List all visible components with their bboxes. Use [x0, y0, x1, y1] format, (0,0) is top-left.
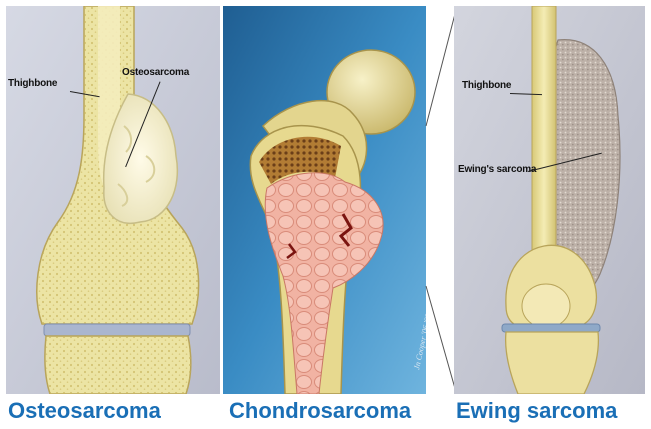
chondrosarcoma-panel: Jn Cooper '06 '09	[223, 6, 426, 394]
osteosarcoma-panel: Thighbone Osteosarcoma	[6, 6, 220, 394]
osteosarcoma-caption: Osteosarcoma	[8, 395, 161, 427]
ewing-sarcoma-panel: Thighbone Ewing's sarcoma	[454, 6, 645, 394]
thighbone-label: Thighbone	[462, 80, 511, 91]
zoom-connector	[424, 6, 458, 394]
ewing-sarcoma-caption: Ewing sarcoma	[456, 395, 617, 427]
thighbone-label: Thighbone	[8, 78, 57, 89]
ewing-sarcoma-illustration	[454, 6, 645, 394]
ewings-sarcoma-label: Ewing's sarcoma	[458, 164, 536, 175]
chondrosarcoma-caption: Chondrosarcoma	[229, 395, 411, 427]
osteosarcoma-label: Osteosarcoma	[122, 67, 189, 78]
chondrosarcoma-illustration: Jn Cooper '06 '09	[223, 6, 426, 394]
osteosarcoma-illustration	[6, 6, 220, 394]
